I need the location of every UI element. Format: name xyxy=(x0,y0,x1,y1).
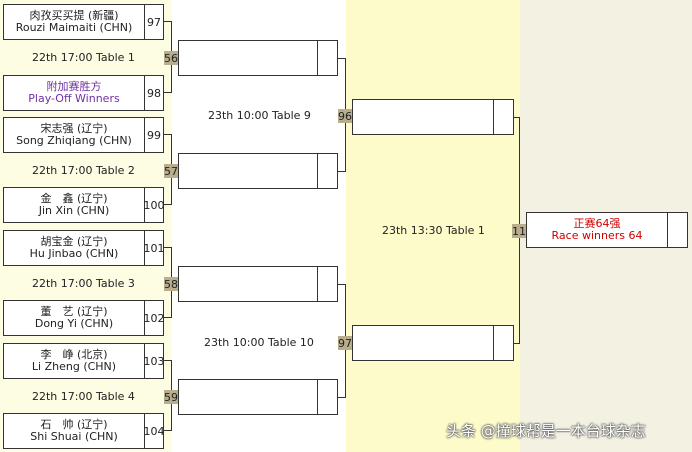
match-time-round1: 22th 17:00 Table 1 xyxy=(32,51,135,64)
player-slot-102[interactable]: 董 艺 (辽宁) Dong Yi (CHN) 102 xyxy=(3,300,165,336)
winner-label-en: Race winners 64 xyxy=(551,229,643,242)
bracket-line xyxy=(164,92,172,93)
bracket-line xyxy=(164,134,172,135)
player-name: 金 鑫 (辽宁) Jin Xin (CHN) xyxy=(4,188,144,222)
player-name-cn: 李 峥 (北京) xyxy=(40,348,108,361)
player-number: 98 xyxy=(144,76,163,110)
round3-slot[interactable] xyxy=(352,325,514,361)
player-name: 附加赛胜方 Play-Off Winners xyxy=(4,76,144,110)
column-round3-bg xyxy=(346,0,520,452)
player-number: 99 xyxy=(144,118,163,152)
bracket-line xyxy=(338,58,346,59)
bracket-line xyxy=(164,430,172,431)
match-number: 96 xyxy=(338,109,352,123)
player-name-en: Rouzi Maimaiti (CHN) xyxy=(15,21,133,34)
slot-divider xyxy=(317,41,318,75)
bracket-line xyxy=(338,397,346,398)
slot-divider xyxy=(317,154,318,188)
slot-divider xyxy=(493,326,494,360)
column-round1-bg xyxy=(0,0,172,452)
match-time-round3: 23th 13:30 Table 1 xyxy=(382,224,485,237)
winner-slot[interactable]: 正赛64强 Race winners 64 xyxy=(526,212,688,248)
player-name-cn: 附加赛胜方 xyxy=(46,80,102,93)
player-slot-100[interactable]: 金 鑫 (辽宁) Jin Xin (CHN) 100 xyxy=(3,187,165,223)
bracket-line xyxy=(164,21,172,22)
match-time-round1: 22th 17:00 Table 4 xyxy=(32,390,135,403)
round2-slot[interactable] xyxy=(178,266,338,302)
match-time-round2: 23th 10:00 Table 9 xyxy=(208,109,311,122)
player-slot-99[interactable]: 宋志强 (辽宁) Song Zhiqiang (CHN) 99 xyxy=(3,117,164,153)
player-name: 李 峥 (北京) Li Zheng (CHN) xyxy=(4,344,144,378)
player-number: 101 xyxy=(144,231,165,265)
bracket-line xyxy=(514,117,520,118)
match-number: 97 xyxy=(338,336,352,350)
player-number: 102 xyxy=(144,301,165,335)
player-name-cn: 肉孜买买提 (新疆) xyxy=(29,9,119,22)
round2-slot[interactable] xyxy=(178,379,338,415)
bracket-line xyxy=(164,204,172,205)
player-name: 宋志强 (辽宁) Song Zhiqiang (CHN) xyxy=(4,118,144,152)
player-name-cn: 金 鑫 (辽宁) xyxy=(40,192,108,205)
watermark: 头条 @撞球帮是一本台球杂志 xyxy=(446,422,646,440)
player-slot-101[interactable]: 胡宝金 (辽宁) Hu Jinbao (CHN) 101 xyxy=(3,230,165,266)
player-name-cn: 胡宝金 (辽宁) xyxy=(40,235,108,248)
player-slot-97[interactable]: 肉孜买买提 (新疆) Rouzi Maimaiti (CHN) 97 xyxy=(3,4,164,40)
player-name-en: Dong Yi (CHN) xyxy=(34,317,114,330)
bracket-line xyxy=(164,360,172,361)
match-number: 57 xyxy=(164,164,178,178)
player-slot-103[interactable]: 李 峥 (北京) Li Zheng (CHN) 103 xyxy=(3,343,165,379)
player-name-en: Shi Shuai (CHN) xyxy=(30,430,118,443)
match-time-round1: 22th 17:00 Table 3 xyxy=(32,277,135,290)
player-name-cn: 宋志强 (辽宁) xyxy=(40,122,108,135)
player-name-en: Jin Xin (CHN) xyxy=(38,204,110,217)
match-number: 58 xyxy=(164,277,178,291)
player-slot-104[interactable]: 石 帅 (辽宁) Shi Shuai (CHN) 104 xyxy=(3,413,165,449)
bracket-line xyxy=(338,171,346,172)
round3-slot[interactable] xyxy=(352,99,514,135)
slot-divider xyxy=(493,100,494,134)
player-name-en: Song Zhiqiang (CHN) xyxy=(16,134,132,147)
player-number: 100 xyxy=(144,188,165,222)
player-name: 石 帅 (辽宁) Shi Shuai (CHN) xyxy=(4,414,144,448)
winner-label: 正赛64强 Race winners 64 xyxy=(527,213,667,247)
match-time-round2: 23th 10:00 Table 10 xyxy=(204,336,314,349)
player-name-en: Hu Jinbao (CHN) xyxy=(29,247,119,260)
match-number: 56 xyxy=(164,51,178,65)
slot-divider xyxy=(317,380,318,414)
player-name-en: Play-Off Winners xyxy=(28,92,120,105)
match-number: 11 xyxy=(512,224,526,238)
player-name: 胡宝金 (辽宁) Hu Jinbao (CHN) xyxy=(4,231,144,265)
bracket-line xyxy=(164,247,172,248)
player-slot-98[interactable]: 附加赛胜方 Play-Off Winners 98 xyxy=(3,75,164,111)
player-number: 97 xyxy=(144,5,163,39)
player-number: 104 xyxy=(144,414,165,448)
player-name-cn: 石 帅 (辽宁) xyxy=(40,418,108,431)
round2-slot[interactable] xyxy=(178,40,338,76)
bracket-line xyxy=(164,317,172,318)
player-name-en: Li Zheng (CHN) xyxy=(31,360,117,373)
player-name-cn: 董 艺 (辽宁) xyxy=(40,305,108,318)
match-number: 59 xyxy=(164,390,178,404)
bracket-line xyxy=(338,284,346,285)
player-name: 董 艺 (辽宁) Dong Yi (CHN) xyxy=(4,301,144,335)
player-number: 103 xyxy=(144,344,165,378)
winner-label-cn: 正赛64强 xyxy=(573,217,621,230)
slot-divider xyxy=(317,267,318,301)
match-time-round1: 22th 17:00 Table 2 xyxy=(32,164,135,177)
bracket-line xyxy=(514,343,520,344)
player-name: 肉孜买买提 (新疆) Rouzi Maimaiti (CHN) xyxy=(4,5,144,39)
round2-slot[interactable] xyxy=(178,153,338,189)
slot-divider xyxy=(667,213,668,247)
